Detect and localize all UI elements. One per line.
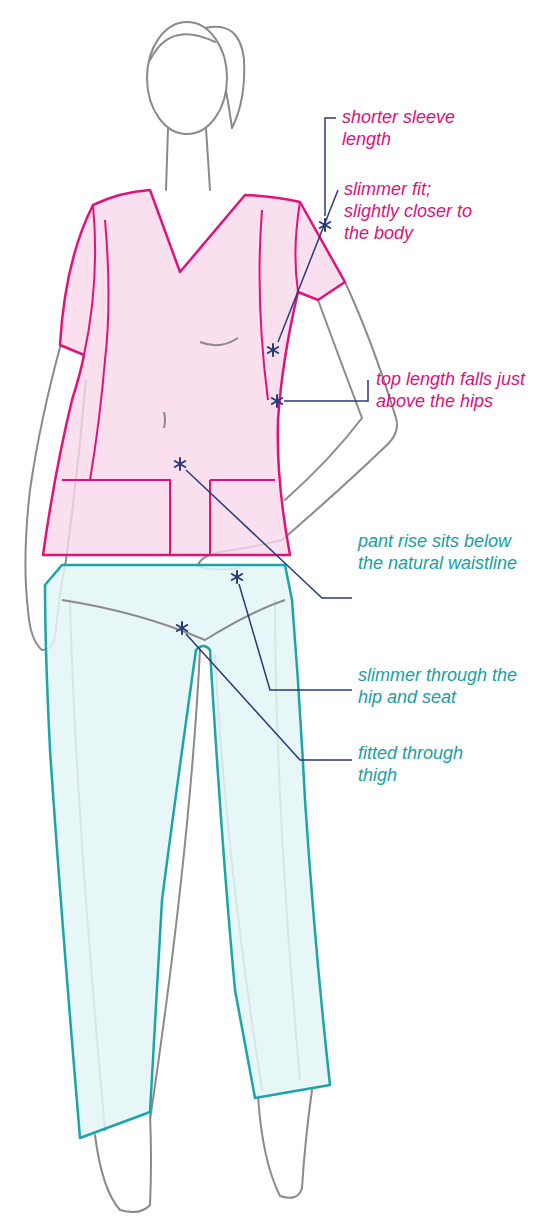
callout-label: shorter sleeve length	[342, 106, 492, 150]
top-seams	[62, 202, 300, 555]
scrub-top	[43, 190, 345, 555]
body-marks	[164, 338, 238, 428]
callout-label: slimmer through the hip and seat	[358, 664, 523, 708]
scrub-pants	[45, 565, 330, 1138]
callout-label: slimmer fit; slightly closer to the body	[344, 178, 484, 244]
callout-label: pant rise sits below the natural waistli…	[358, 530, 518, 574]
figure-outline	[25, 22, 397, 1212]
leader-lines	[186, 118, 368, 760]
callout-label: top length falls just above the hips	[376, 368, 526, 412]
callout-label: fitted through thigh	[358, 742, 498, 786]
asterisk-markers	[175, 219, 330, 634]
